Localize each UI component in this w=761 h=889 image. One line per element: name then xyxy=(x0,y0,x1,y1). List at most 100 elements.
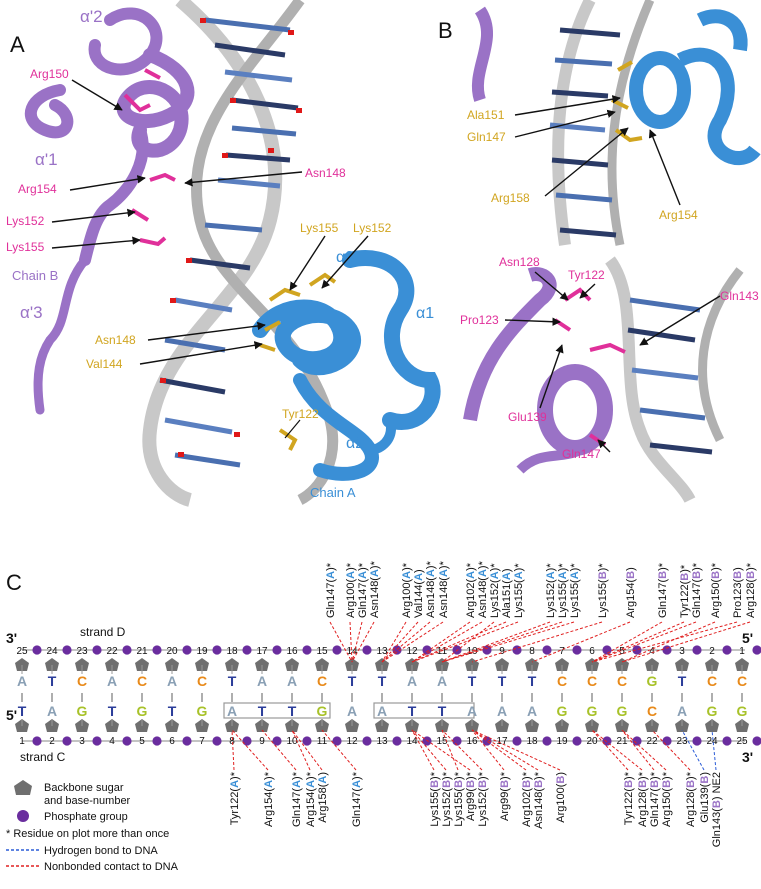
helix-label-a1-prime: α'1 xyxy=(35,150,58,169)
residue-suffix: ) xyxy=(555,772,567,776)
base-letter: A xyxy=(677,703,687,719)
residue-suffix: )* xyxy=(229,771,241,780)
base-number: 8 xyxy=(229,736,235,747)
contact-line xyxy=(411,729,447,771)
residue-name: Asn148( xyxy=(438,577,450,618)
base-letter: T xyxy=(228,673,237,689)
contact-line xyxy=(621,621,751,663)
bottom-residue-labels: Tyr122(A)*Arg154(A)*Gln147(A)*Arg154(A)*… xyxy=(229,771,723,847)
label-lys152: Lys152 xyxy=(6,214,45,228)
residue-chain: B xyxy=(745,571,757,579)
residue-text: Lys155(B)* xyxy=(429,771,441,826)
label-tyr122-a: Tyr122 xyxy=(282,407,319,421)
base-letter: C xyxy=(647,703,657,719)
phosphate-group xyxy=(722,736,732,746)
residue-chain: A xyxy=(345,571,357,579)
residue-chain: A xyxy=(413,573,425,581)
phosphate-group xyxy=(692,645,702,655)
residue-text: Asn148(A)* xyxy=(425,560,437,618)
phosphate-group xyxy=(302,736,312,746)
dna-backbone-strand-2 xyxy=(191,0,339,505)
base-letter: G xyxy=(647,673,658,689)
label-arg154: Arg154 xyxy=(18,182,57,196)
residue-name: Tyr122( xyxy=(623,788,635,826)
backbone-sugar xyxy=(165,658,179,671)
legend-phosphate: Phosphate group xyxy=(44,811,128,823)
panel-c-letter: C xyxy=(6,570,22,595)
residue-name: Glu139( xyxy=(699,783,711,822)
base-number: 15 xyxy=(436,736,448,747)
residue-name: Tyr122( xyxy=(229,788,241,826)
phosphate-group xyxy=(152,736,162,746)
residue-text: Tyr122(B)* xyxy=(679,564,691,618)
residue-suffix: )* xyxy=(533,771,545,780)
base-number: 21 xyxy=(136,646,148,657)
backbone-sugar xyxy=(105,658,119,671)
residue-name: Gln147( xyxy=(351,788,363,827)
residue-name: Arg100( xyxy=(345,579,357,618)
contact-line xyxy=(591,729,629,771)
residue-label: Gln147(B)* xyxy=(657,562,669,618)
base-letter: A xyxy=(107,673,117,689)
base-number: 7 xyxy=(559,646,565,657)
base-letter: G xyxy=(587,703,598,719)
residue-label: Lys155(A)* xyxy=(569,563,581,618)
base-number: 10 xyxy=(286,736,298,747)
base-number: 25 xyxy=(16,646,28,657)
residue-name: Gln147( xyxy=(357,579,369,618)
residue-label: Arg150(B)* xyxy=(710,562,722,618)
residue-suffix: )* xyxy=(649,771,661,780)
residue-text: Arg100(B) xyxy=(555,772,567,823)
contact-line xyxy=(441,621,575,663)
residue-label: Asn148(A)* xyxy=(369,560,381,618)
base-letter: T xyxy=(288,703,297,719)
residue-suffix: ) xyxy=(413,569,425,573)
residue-text: Lys152(B)* xyxy=(477,771,489,826)
residue-suffix: )* xyxy=(545,563,557,572)
base-number: 12 xyxy=(346,736,358,747)
contact-line xyxy=(329,621,353,663)
panel-b-letter: B xyxy=(438,18,453,43)
residue-suffix: )* xyxy=(569,563,581,572)
residue-text: Arg99(B)* xyxy=(465,771,477,821)
backbone-sugar xyxy=(285,658,299,671)
residue-suffix: )* xyxy=(351,771,363,780)
base-number: 1 xyxy=(739,646,745,657)
contact-line xyxy=(381,621,444,663)
residue-suffix: )* xyxy=(637,771,649,780)
contact-line xyxy=(261,729,297,771)
backbone-sugar xyxy=(555,658,569,671)
phosphate-group xyxy=(572,645,582,655)
residue-chain: A xyxy=(229,780,241,788)
base-letter: C xyxy=(137,673,147,689)
residue-chain: B xyxy=(685,780,697,788)
residue-chain: A xyxy=(465,571,477,579)
residue-name: Arg99( xyxy=(499,788,511,821)
base-number: 17 xyxy=(496,736,508,747)
residue-chain: B xyxy=(477,780,489,788)
residue-name: Arg100( xyxy=(401,579,413,618)
base-number: 23 xyxy=(76,646,88,657)
residue-chain: B xyxy=(453,780,465,788)
residue-text: Lys155(B)* xyxy=(453,771,465,826)
residue-label: Arg154(A)* xyxy=(263,771,275,827)
base-letter: T xyxy=(498,673,507,689)
backbone-sugar xyxy=(345,658,359,671)
residue-suffix: )* xyxy=(521,771,533,780)
end-bottom-right: 3' xyxy=(742,749,753,765)
residue-text: Lys152(A)* xyxy=(545,563,557,618)
phosphate-group xyxy=(512,736,522,746)
base-letter: T xyxy=(108,703,117,719)
residue-text: Arg128(B)* xyxy=(745,562,757,618)
residue-suffix: ) NE2 xyxy=(711,772,723,800)
phosphate-group xyxy=(62,645,72,655)
residue-text: Arg102(A)* xyxy=(465,562,477,618)
base-letter: G xyxy=(317,703,328,719)
residue-name: Gln147( xyxy=(691,579,703,618)
contact-line xyxy=(591,621,685,663)
base-number: 14 xyxy=(346,646,358,657)
base-number: 6 xyxy=(589,646,595,657)
residue-label: Arg99(B)* xyxy=(499,771,511,821)
base-letter: A xyxy=(527,703,537,719)
residue-text: Lys155(B)* xyxy=(597,563,609,618)
